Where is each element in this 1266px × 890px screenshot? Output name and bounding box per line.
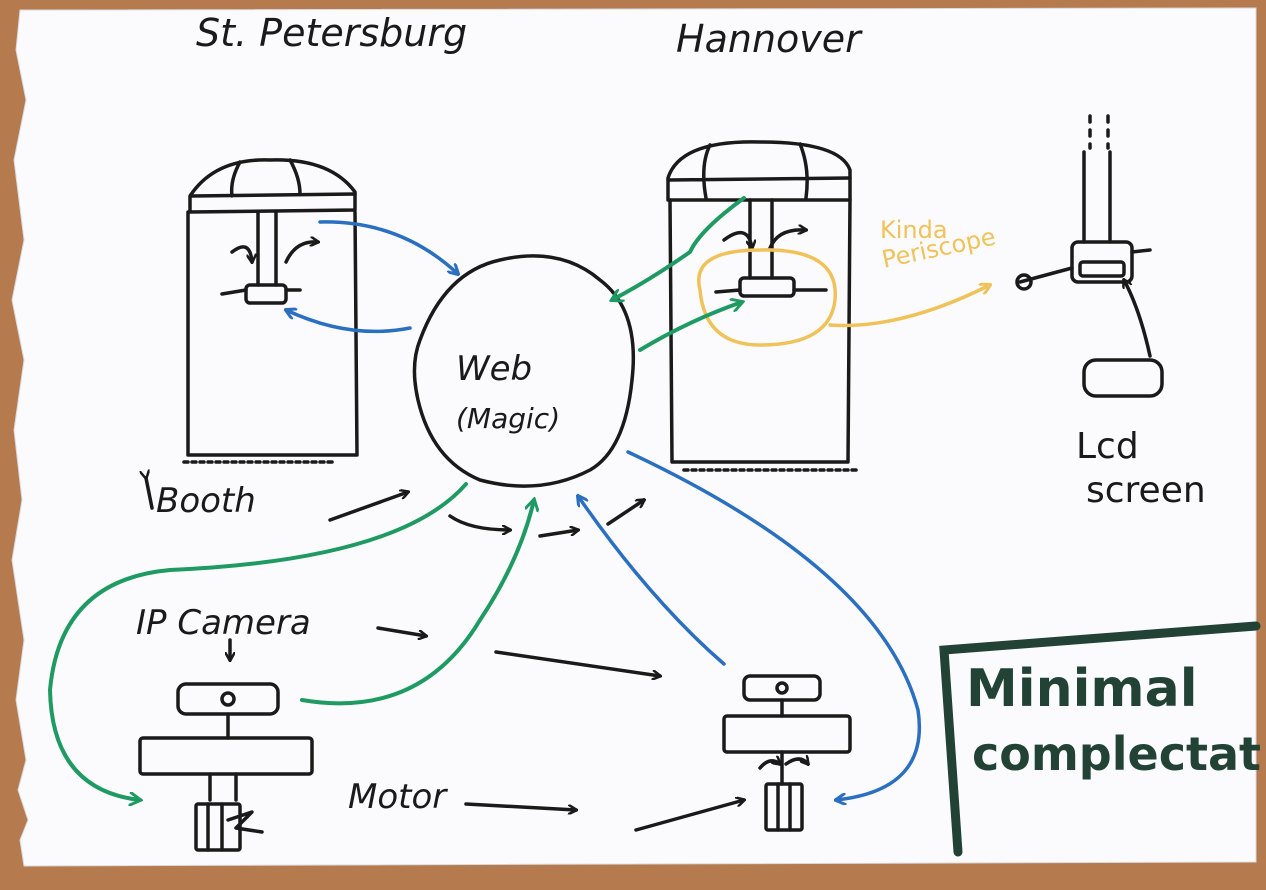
booth-label: Booth <box>156 481 256 521</box>
lcd-screen-shape <box>1082 358 1164 398</box>
green-connections <box>48 196 746 800</box>
motor-label: Motor <box>348 777 448 817</box>
periscope-bubble <box>697 248 837 347</box>
kinda-label: Kinda <box>880 216 948 244</box>
minimal-label: Minimal <box>966 659 1198 719</box>
right-camera-rig <box>722 674 852 832</box>
web-cloud <box>412 254 636 488</box>
periscope-arrow <box>828 285 990 328</box>
st-petersburg-label: St. Petersburg <box>196 11 467 55</box>
flow-arrows <box>146 478 744 834</box>
magic-label: (Magic) <box>456 402 560 435</box>
complectat-label: complectat <box>972 727 1261 781</box>
screen-label: screen <box>1086 470 1206 511</box>
blue-connections <box>286 220 921 800</box>
web-label: Web <box>456 349 532 389</box>
left-booth <box>182 158 359 464</box>
right-booth <box>666 140 862 472</box>
ip-camera-label: IP Camera <box>136 603 311 643</box>
lcd-label: Lcd <box>1076 426 1139 467</box>
periscope-device <box>1015 114 1164 398</box>
hannover-label: Hannover <box>676 17 863 61</box>
minimal-box-frame <box>939 621 1261 857</box>
